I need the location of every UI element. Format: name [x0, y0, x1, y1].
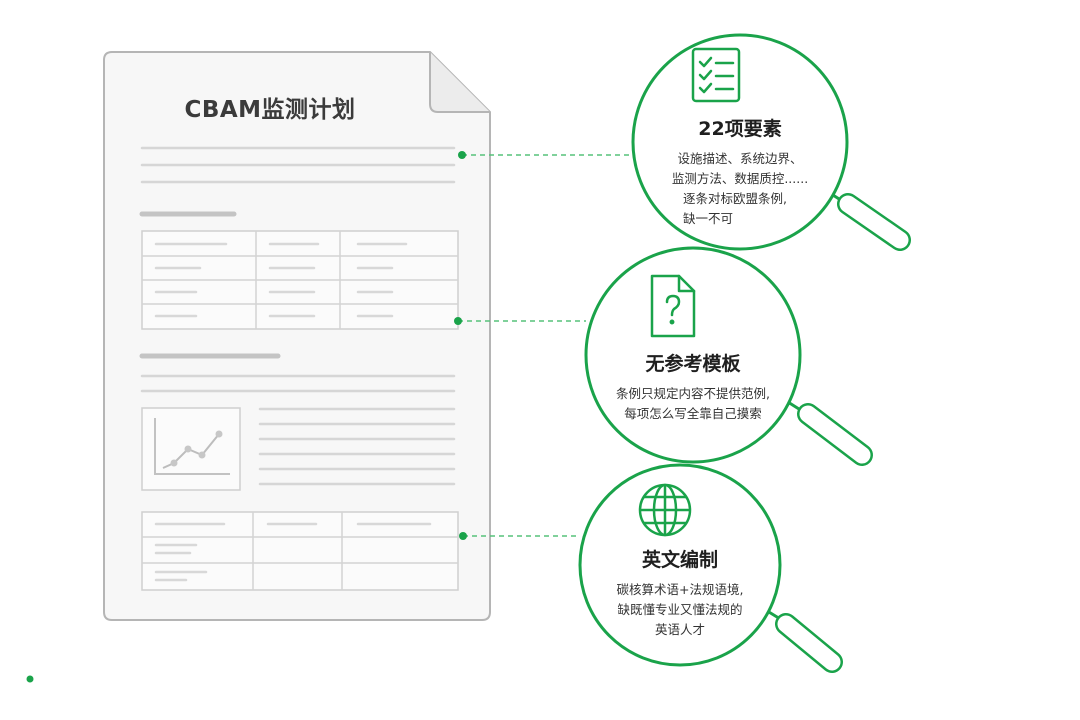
document-text-lines-beside-chart: [258, 407, 456, 486]
callout-line: 每项怎么写全靠自己摸索: [624, 406, 762, 421]
connector-dots: [454, 151, 467, 540]
callout-line: 设施描述、系统边界、: [677, 151, 803, 166]
callout-no-template: 无参考模板 条例只规定内容不提供范例, 每项怎么写全靠自己摸索: [593, 349, 793, 424]
callout-line: 逐条对标欧盟条例,: [683, 191, 787, 206]
document-table-2: [141, 511, 459, 591]
globe-icon: [638, 483, 692, 537]
callout-line: 监测方法、数据质控......: [671, 171, 809, 186]
callout-line: 缺一不可: [683, 211, 734, 226]
callout-requirements: 22项要素 设施描述、系统边界、 监测方法、数据质控...... 逐条对标欧盟条…: [640, 114, 840, 229]
document-table-1: [141, 230, 459, 330]
document-title: CBAM监测计划: [184, 97, 356, 123]
callout-line: 条例只规定内容不提供范例,: [616, 386, 770, 401]
connector-dot-1: [458, 151, 466, 159]
callout-heading: 英文编制: [641, 549, 718, 571]
callout-english-drafting: 英文编制 碳核算术语+法规语境, 缺既懂专业又懂法规的 英语人才: [580, 545, 780, 640]
callout-line: 缺既懂专业又懂法规的: [617, 602, 743, 617]
document-text-lines-middle: [140, 374, 456, 393]
magnifier-3: [578, 463, 843, 673]
bottom-accent-line: [26, 675, 640, 683]
magnifier-1: [631, 33, 911, 251]
magnifier-lens: [578, 463, 782, 667]
magnifier-lens: [631, 33, 849, 251]
document-chart-thumbnail: [141, 407, 241, 491]
connector-dot-3: [459, 532, 467, 540]
bottom-accent-dot: [26, 675, 34, 683]
callout-line: 碳核算术语+法规语境,: [616, 582, 744, 597]
magnifier-lens: [584, 246, 802, 464]
magnifier-2: [584, 246, 873, 466]
document-text-lines-top: [140, 146, 456, 184]
callout-heading: 无参考模板: [645, 353, 741, 375]
connectors: [458, 154, 632, 537]
callout-line: 英语人才: [654, 622, 705, 637]
connector-dot-2: [454, 317, 462, 325]
document-folded-corner: [429, 52, 490, 113]
question-document-icon: [650, 274, 696, 338]
checklist-icon: [691, 47, 741, 103]
callout-heading: 22项要素: [698, 118, 782, 140]
